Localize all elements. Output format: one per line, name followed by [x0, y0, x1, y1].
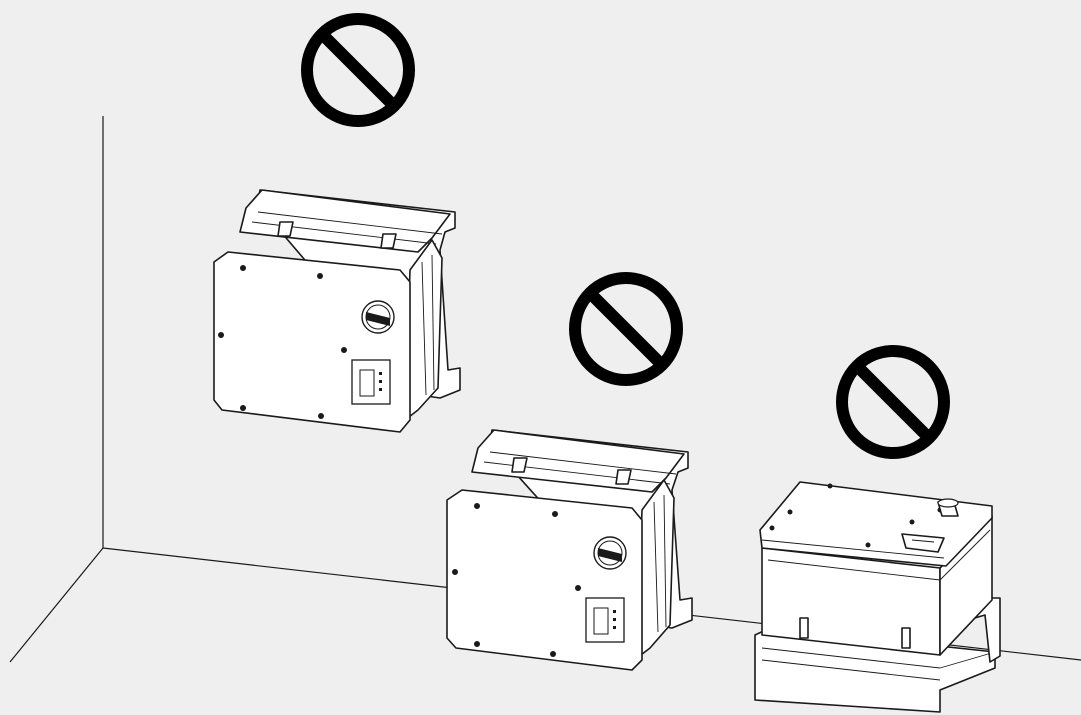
unit-standing-on-floor-against-wall — [446, 429, 693, 671]
prohibited-icon — [569, 272, 683, 386]
rotary-switch — [937, 498, 959, 517]
rotary-switch — [361, 300, 395, 334]
unit-mounted-high-on-wall — [213, 189, 461, 433]
unit-lying-flat-on-floor — [754, 481, 1001, 713]
display-panel — [351, 359, 391, 405]
display-panel — [901, 533, 945, 553]
floor-edge-line — [9, 547, 104, 663]
prohibited-icon — [836, 345, 950, 459]
prohibited-icon — [301, 13, 415, 127]
rotary-switch — [593, 536, 627, 570]
display-panel — [585, 597, 625, 643]
